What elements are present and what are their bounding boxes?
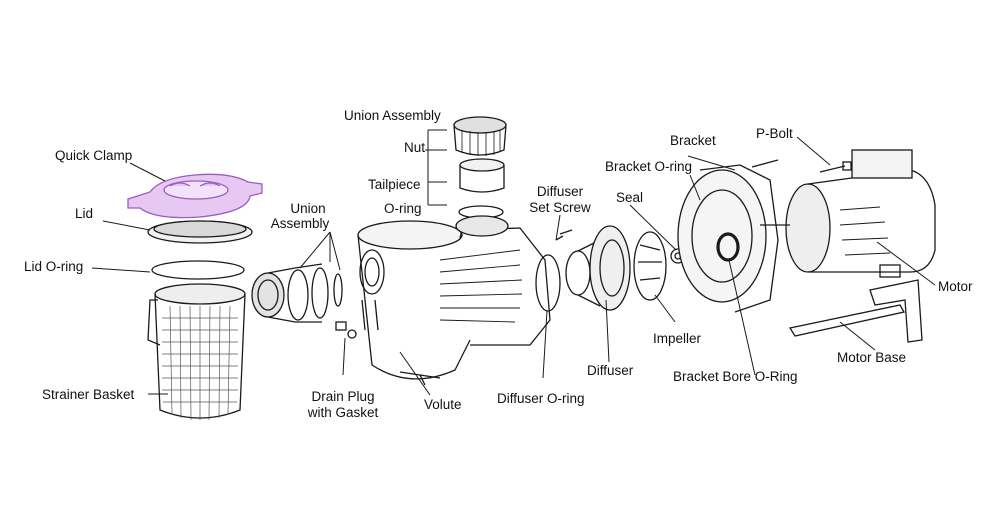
- bracket-bore-oring-label: Bracket Bore O-Ring: [673, 369, 798, 384]
- union-assembly-left-label-2: Assembly: [270, 216, 330, 231]
- diffuser-label: Diffuser: [587, 363, 634, 378]
- diffuser-set-screw-label-2: Set Screw: [529, 200, 591, 215]
- drain-plug-part[interactable]: [335, 321, 357, 339]
- quick-clamp-part[interactable]: [127, 173, 263, 219]
- motor-base-part[interactable]: [788, 264, 923, 343]
- leader-lines: [91, 129, 936, 396]
- volute-label: Volute: [424, 397, 462, 412]
- seal-label: Seal: [616, 190, 644, 205]
- diffuser-oring-part[interactable]: [535, 254, 561, 312]
- impeller-label: Impeller: [653, 331, 702, 346]
- motor-label: Motor: [938, 279, 973, 294]
- bracket-part[interactable]: [677, 164, 779, 313]
- bracket-oring-label: Bracket O-ring: [605, 159, 693, 174]
- lid-oring-label: Lid O-ring: [24, 259, 84, 274]
- bracket-bore-oring-part[interactable]: [716, 232, 740, 262]
- volute-part[interactable]: [357, 220, 551, 386]
- p-bolt-label: P-Bolt: [756, 126, 793, 141]
- union-assembly-top-label: Union Assembly: [344, 108, 441, 123]
- diffuser-set-screw-label-1: Diffuser: [536, 184, 584, 199]
- tailpiece-label: Tailpiece: [368, 177, 421, 192]
- quick-clamp-label: Quick Clamp: [55, 148, 133, 163]
- strainer-basket-label: Strainer Basket: [42, 387, 135, 402]
- motor-part[interactable]: [760, 149, 936, 273]
- drain-plug-label-1: Drain Plug: [311, 389, 375, 404]
- oring-label: O-ring: [384, 201, 422, 216]
- impeller-part[interactable]: [633, 231, 667, 301]
- diffuser-oring-label: Diffuser O-ring: [497, 391, 585, 406]
- p-bolt-part[interactable]: [751, 159, 852, 173]
- bracket-label: Bracket: [670, 133, 716, 148]
- lid-part[interactable]: [147, 220, 253, 244]
- union-assembly-left-label-1: Union: [290, 201, 326, 216]
- drain-plug-label-2: with Gasket: [307, 405, 379, 420]
- union-assembly-left-part[interactable]: [251, 263, 343, 323]
- lid-oring-part[interactable]: [151, 260, 245, 280]
- motor-base-label: Motor Base: [837, 350, 907, 365]
- lid-label: Lid: [75, 206, 94, 221]
- diffuser-part[interactable]: [555, 225, 631, 311]
- nut-label: Nut: [404, 140, 426, 155]
- union-assembly-top-part[interactable]: [453, 116, 509, 237]
- strainer-basket-part[interactable]: [147, 283, 246, 421]
